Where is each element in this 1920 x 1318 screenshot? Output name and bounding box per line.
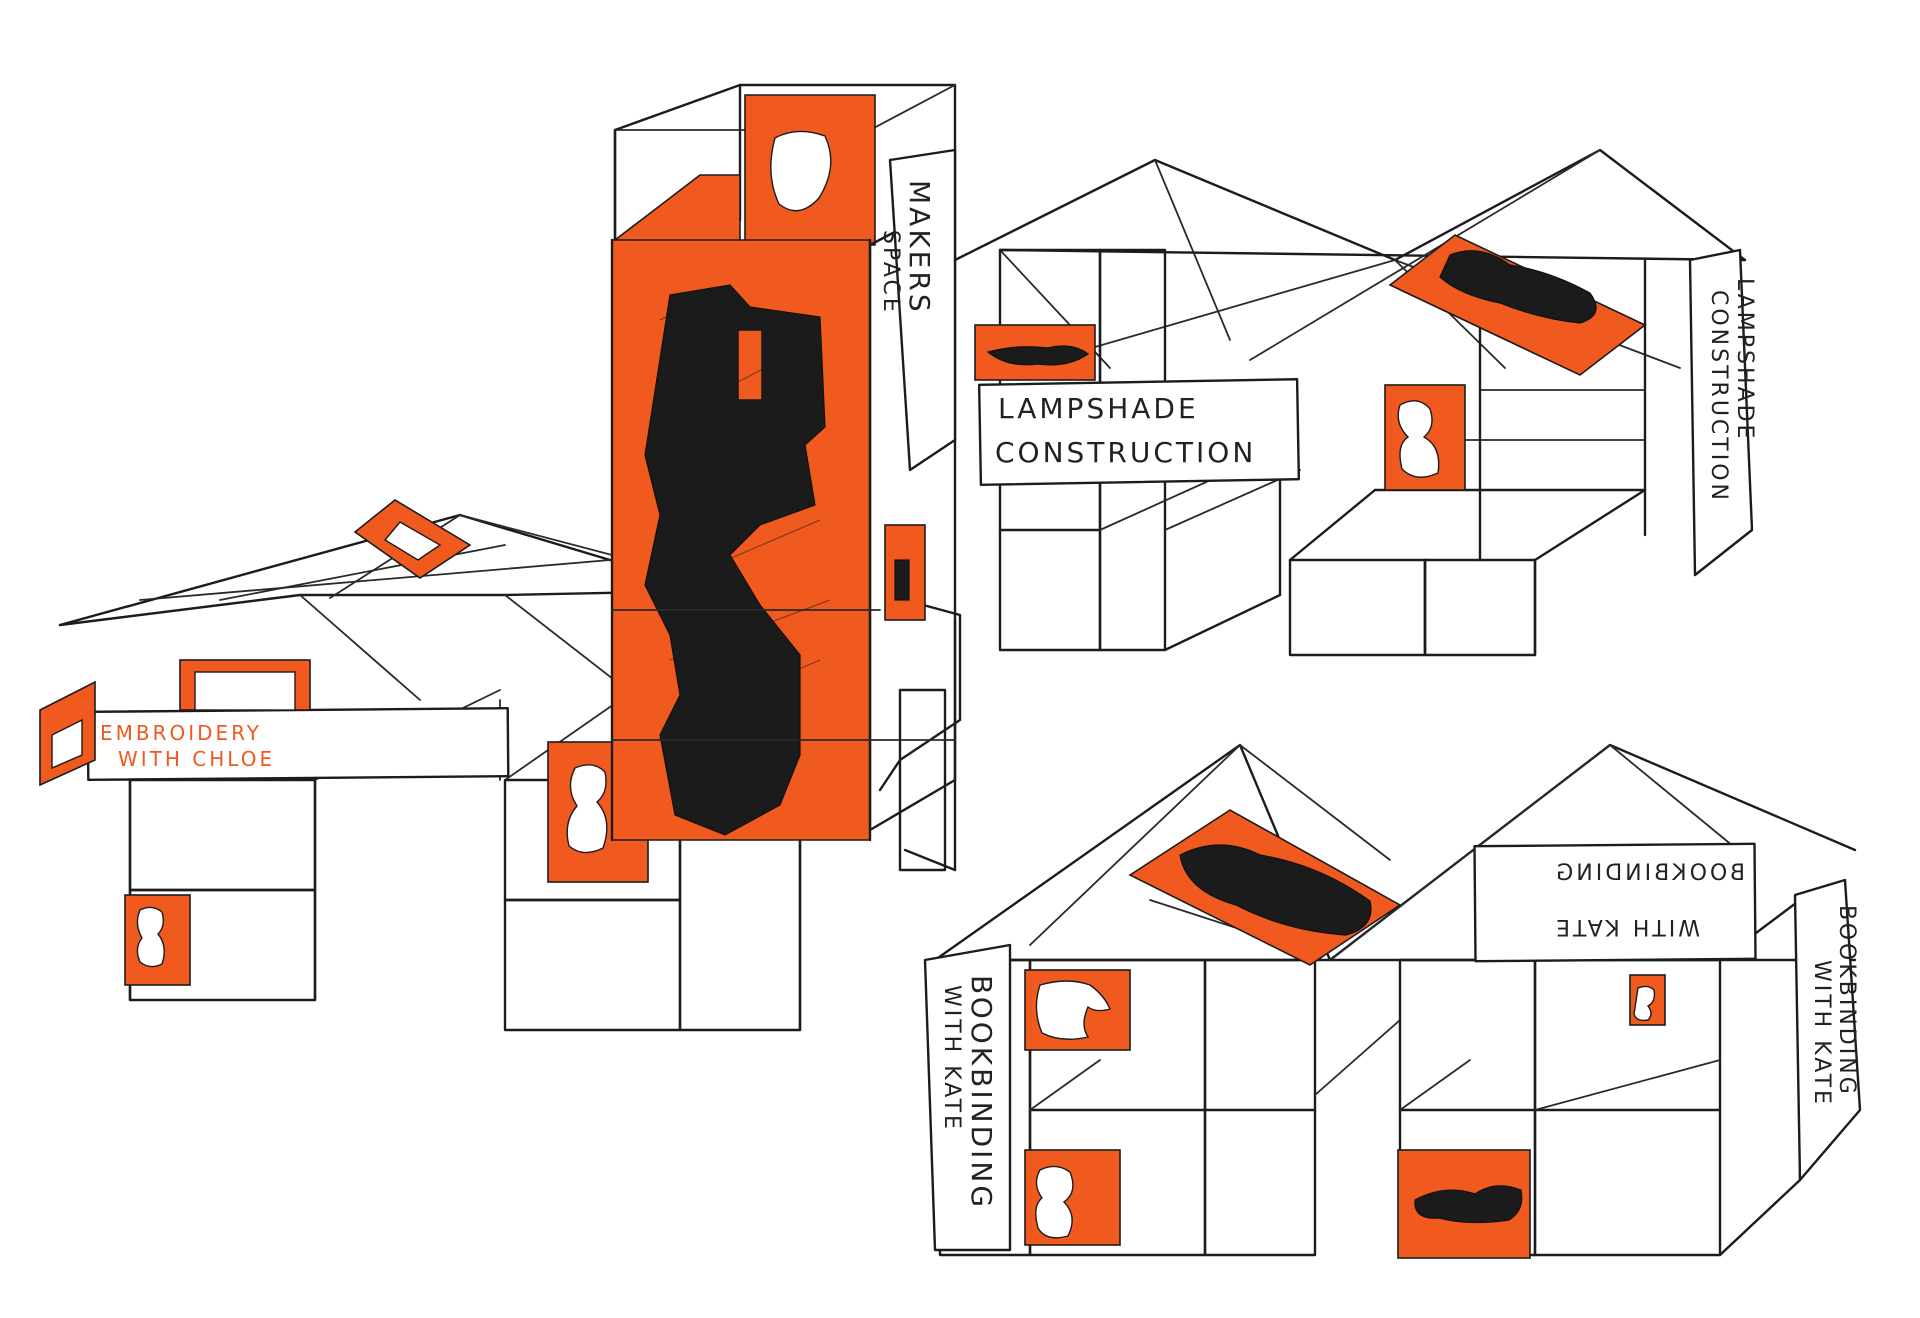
lampshade-stall-group: LAMPSHADE CONSTRUCTION LAMPSHADE CONSTRU… [953,148,1757,657]
lampshade-front-sign [977,378,1301,486]
bookbinding-right-sign [1793,878,1862,1182]
lampshade-side-sign-line-2: CONSTRUCTION [1706,290,1731,503]
bookbinding-left-sign-line-2: WITH KATE [939,985,964,1132]
bookbinding-back-sign-line-2: WITH KATE [1553,914,1700,939]
makers-space-sign [888,148,957,472]
lampshade-front-sign-line-2: CONSTRUCTION [995,436,1256,469]
lampshade-front-sign-line-1: LAMPSHADE [998,392,1199,425]
bookbinding-left-sign [923,943,1012,1252]
bookbinding-back-sign-line-1: BOOKBINDING [1553,861,1745,886]
embroidery-stall-group: EMBROIDERY WITH CHLOE [39,499,962,1032]
makers-space-sign-line-2: SPACE [878,230,903,315]
embroidery-sign-line-2: WITH CHLOE [118,747,275,771]
bookbinding-back-sign [1473,842,1757,963]
bookbinding-stall-group: BOOKBINDING WITH KATE BOOKBINDING WITH K… [923,743,1862,1259]
bookbinding-right-sign-line-1: BOOKBINDING [1834,905,1859,1097]
embroidery-sign-line-1: EMBROIDERY [100,721,262,745]
makers-space-sign-line-1: MAKERS [903,180,936,315]
bookbinding-right-sign-line-2: WITH KATE [1809,960,1834,1107]
bookbinding-left-sign-line-1: BOOKBINDING [965,975,998,1210]
lampshade-side-sign [1688,248,1754,577]
lampshade-side-sign-line-1: LAMPSHADE [1732,278,1757,441]
makers-space-tower: MAKERS SPACE [610,83,957,842]
